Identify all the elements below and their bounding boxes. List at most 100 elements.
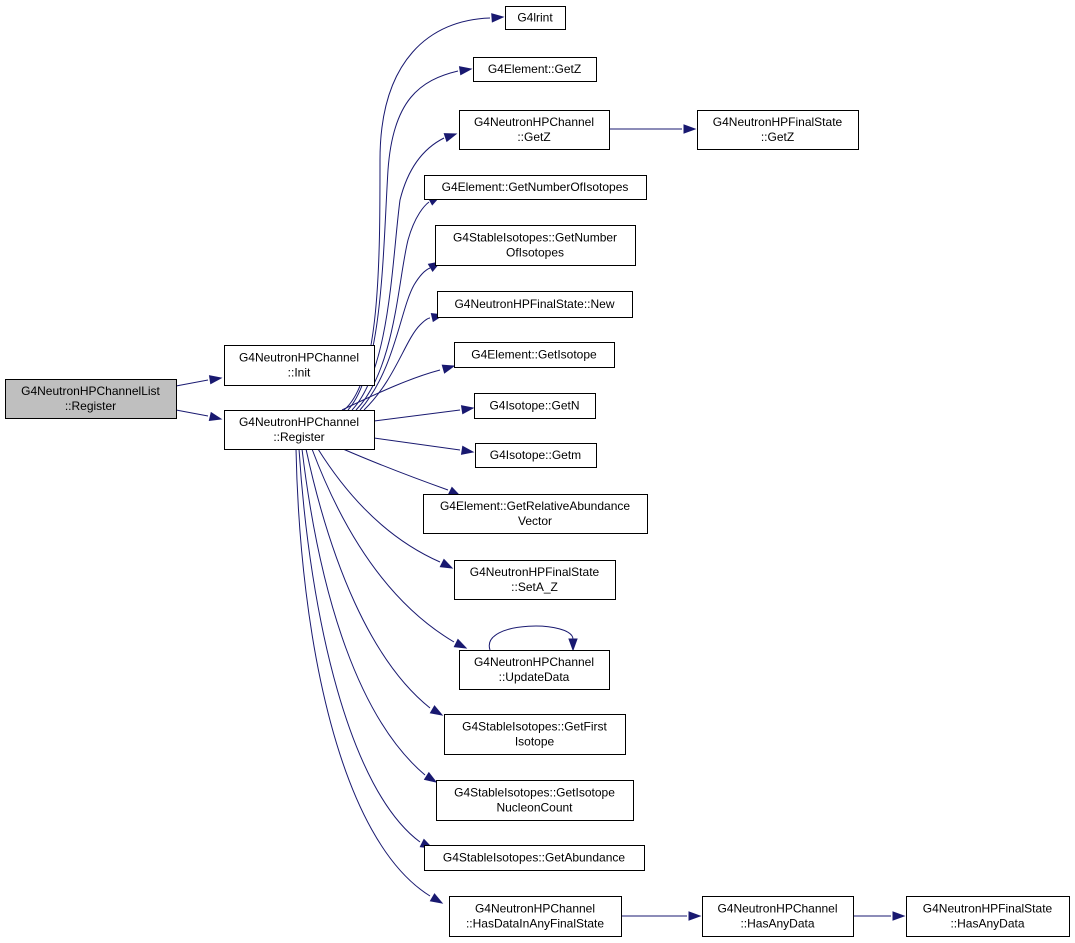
arrowhead-n2-to-n17 — [423, 771, 438, 783]
arrowhead-n2-to-n16 — [429, 705, 444, 716]
node-label: ::Register — [65, 399, 116, 413]
node-n10[interactable]: G4Element::GetIsotope — [454, 342, 615, 368]
node-label: G4NeutronHPFinalState — [470, 565, 600, 579]
edge-n2-to-n16 — [305, 448, 431, 709]
edges-layer — [175, 13, 906, 921]
node-n9[interactable]: G4NeutronHPFinalState::New — [437, 291, 633, 318]
node-n19[interactable]: G4NeutronHPChannel::HasDataInAnyFinalSta… — [449, 896, 622, 937]
node-label: G4Isotope::Getm — [490, 448, 581, 462]
node-label: G4NeutronHPChannel — [474, 655, 594, 669]
node-box — [505, 6, 566, 30]
node-box — [424, 175, 647, 200]
edge-n2-to-n13 — [342, 448, 449, 491]
node-n20[interactable]: G4NeutronHPChannel::HasAnyData — [702, 896, 854, 937]
node-label: Vector — [518, 514, 552, 528]
node-box — [444, 714, 626, 755]
node-label: G4NeutronHPChannel — [239, 351, 359, 365]
arrowhead-n5-to-n6 — [683, 124, 697, 134]
node-label: G4Isotope::GetN — [489, 399, 579, 413]
node-label: G4StableIsotopes::GetFirst — [462, 720, 607, 734]
node-label: ::GetZ — [517, 130, 550, 144]
node-box — [436, 780, 634, 821]
edge-n2-to-n10 — [341, 369, 441, 411]
node-n5[interactable]: G4NeutronHPChannel::GetZ — [459, 110, 610, 150]
node-label: G4NeutronHPChannel — [239, 415, 359, 429]
node-box — [449, 896, 622, 937]
edge-n2-to-n15 — [311, 448, 455, 643]
node-box — [5, 379, 177, 419]
edge-n2-to-n8 — [359, 267, 431, 411]
node-box — [437, 291, 633, 318]
node-box — [423, 494, 648, 534]
arrowhead-n2-to-n14 — [439, 558, 454, 569]
node-n21[interactable]: G4NeutronHPFinalState::HasAnyData — [906, 896, 1070, 937]
node-n1[interactable]: G4NeutronHPChannel::Init — [224, 345, 375, 386]
arrowhead-n2-to-n15 — [453, 638, 468, 649]
arrowhead-n2-to-n11 — [460, 405, 475, 415]
node-box — [224, 345, 375, 386]
node-label: G4StableIsotopes::GetNumber — [453, 231, 617, 245]
node-n15[interactable]: G4NeutronHPChannel::UpdateData — [459, 650, 610, 690]
node-box — [697, 110, 859, 150]
node-label: G4NeutronHPFinalState — [713, 115, 843, 129]
edge-n2-to-n18 — [298, 448, 421, 843]
node-n3[interactable]: G4lrint — [505, 6, 566, 30]
node-n6[interactable]: G4NeutronHPFinalState::GetZ — [697, 110, 859, 150]
node-box — [702, 896, 854, 937]
node-label: G4NeutronHPChannel — [717, 902, 837, 916]
node-n8[interactable]: G4StableIsotopes::GetNumberOfIsotopes — [435, 225, 636, 266]
node-box — [459, 650, 610, 690]
arrowhead-n0-to-n2 — [208, 411, 223, 422]
arrowhead-n2-to-n19 — [429, 893, 444, 904]
arrowhead-n19-to-n20 — [688, 911, 702, 921]
node-n18[interactable]: G4StableIsotopes::GetAbundance — [424, 845, 645, 871]
node-box — [906, 896, 1070, 937]
node-label: G4NeutronHPFinalState — [923, 902, 1053, 916]
edge-n0-to-n2 — [175, 409, 209, 417]
node-box — [474, 393, 596, 419]
node-label: ::Init — [288, 366, 311, 380]
node-label: G4Element::GetNumberOfIsotopes — [442, 180, 629, 194]
node-label: OfIsotopes — [506, 246, 564, 260]
edge-n2-to-n19 — [295, 448, 431, 897]
node-label: ::UpdateData — [499, 670, 570, 684]
node-label: G4NeutronHPChannel — [474, 115, 594, 129]
node-label: G4Element::GetZ — [488, 62, 581, 76]
node-box — [454, 560, 616, 600]
edge-n2-to-n14 — [317, 448, 441, 563]
arrowhead-n2-to-n3 — [491, 13, 505, 23]
node-label: ::GetZ — [761, 130, 794, 144]
node-label: ::Register — [273, 430, 324, 444]
node-n12[interactable]: G4Isotope::Getm — [475, 443, 597, 468]
node-label: ::HasAnyData — [740, 917, 814, 931]
node-box — [224, 410, 375, 450]
node-label: G4NeutronHPChannelList — [21, 384, 160, 398]
edge-n15-to-n15 — [488, 625, 574, 651]
node-box — [454, 342, 615, 368]
node-n7[interactable]: G4Element::GetNumberOfIsotopes — [424, 175, 647, 200]
arrowhead-n0-to-n1 — [208, 375, 223, 385]
node-label: G4Element::GetIsotope — [471, 348, 597, 362]
arrowhead-n2-to-n12 — [460, 445, 475, 455]
node-n2[interactable]: G4NeutronHPChannel::Register — [224, 410, 375, 450]
node-n14[interactable]: G4NeutronHPFinalState::SetA_Z — [454, 560, 616, 600]
node-box — [459, 110, 610, 150]
node-n11[interactable]: G4Isotope::GetN — [474, 393, 596, 419]
node-n4[interactable]: G4Element::GetZ — [473, 57, 597, 82]
arrowhead-n2-to-n4 — [458, 66, 473, 76]
edge-n2-to-n11 — [373, 409, 461, 422]
node-label: NucleonCount — [496, 801, 573, 815]
arrowhead-n2-to-n5 — [443, 133, 458, 143]
node-n0[interactable]: G4NeutronHPChannelList::Register — [5, 379, 177, 419]
edge-n2-to-n7 — [355, 201, 430, 411]
node-box — [473, 57, 597, 82]
node-box — [435, 225, 636, 266]
arrowhead-n15-to-n15 — [568, 638, 578, 652]
node-label: ::SetA_Z — [511, 580, 558, 594]
node-box — [475, 443, 597, 468]
arrowhead-n20-to-n21 — [892, 911, 906, 921]
